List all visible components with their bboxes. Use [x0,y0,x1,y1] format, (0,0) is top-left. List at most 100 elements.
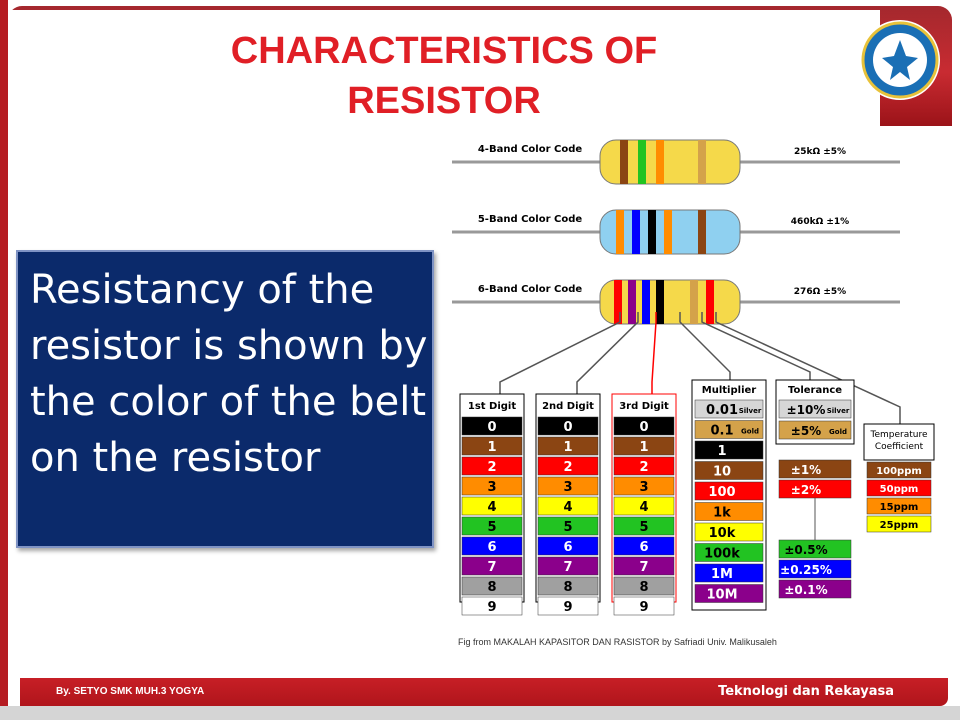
digit-value: 3 [487,480,496,495]
resistor-value: 460kΩ ±1% [791,217,849,227]
tempco-value: 50ppm [880,484,919,495]
tempco-frame [863,423,935,461]
title-area: CHARACTERISTICS OF RESISTOR [8,10,880,126]
digit-value: 4 [487,500,496,515]
digit-value: 2 [487,460,496,475]
tolerance-cell [778,420,852,440]
digit-cell [461,516,523,536]
digit-cell [613,596,675,616]
tolerance-cell [778,559,852,579]
digit-value: 9 [639,600,648,615]
tempco-cell [866,479,932,497]
digit-value: 0 [639,420,648,435]
digit-value: 6 [563,540,572,555]
digit-cell [461,576,523,596]
title-line-2: RESISTOR [347,80,541,122]
color-band [648,210,656,254]
digit-cell [613,556,675,576]
connector-line [715,312,901,432]
digit-value: 3 [563,480,572,495]
multiplier-cell [694,584,764,603]
digit-value: 6 [487,540,496,555]
digit-cell [537,456,599,476]
digit-cell [537,576,599,596]
description-box: Resistancy of the resistor is shown by t… [16,250,434,548]
color-band [690,280,698,324]
digit-cell [537,476,599,496]
tolerance-value: ±0.1% [784,583,827,597]
multiplier-value: 100 [708,485,735,500]
color-band [698,210,706,254]
resistor-value: 25kΩ ±5% [794,147,846,157]
color-band [620,140,628,184]
color-band [642,280,650,324]
digit-cell [461,496,523,516]
multiplier-cell [694,399,764,419]
tempco-value: 25ppm [880,520,919,531]
multiplier-sub: Silver [739,407,762,415]
digit-value: 6 [639,540,648,555]
digit-cell [537,436,599,456]
digit-value: 9 [487,600,496,615]
multiplier-cell [694,420,764,439]
digit-cell [613,576,675,596]
connector-line [499,312,621,394]
tolerance-value: ±1% [791,463,821,477]
multiplier-cell [694,440,764,460]
digit-cell [613,456,675,476]
digit-cell [537,556,599,576]
digit-cell [613,536,675,556]
digit-cell [613,496,675,516]
tolerance-cell [778,459,852,479]
tolerance-sub: Gold [829,428,847,436]
multiplier-value: 10 [713,465,731,480]
digit-value: 7 [487,560,496,575]
digit-cell [613,436,675,456]
color-band [706,280,714,324]
color-band [614,280,622,324]
multiplier-header: Multiplier [702,385,757,396]
tolerance-cell [778,399,852,419]
digit-value: 9 [563,600,572,615]
color-band [656,280,664,324]
digit-cell [537,496,599,516]
multiplier-cell [694,502,764,521]
digit-column-header: 2nd Digit [542,401,594,412]
digit-value: 8 [639,580,648,595]
footer-author: By. SETYO SMK MUH.3 YOGYA [56,686,205,697]
tolerance-value: ±10% [787,403,826,417]
tolerance-value: ±0.5% [784,543,827,557]
footer-department: Teknologi dan Rekayasa [718,684,894,699]
footer-bar: By. SETYO SMK MUH.3 YOGYA Teknologi dan … [20,678,948,706]
digit-value: 8 [563,580,572,595]
logo-icon [861,21,939,99]
multiplier-cell [694,543,764,562]
digit-column-header: 1st Digit [468,401,516,412]
tempco-cell [866,515,932,533]
tempco-header-2: Coefficient [875,442,924,452]
digit-value: 8 [487,580,496,595]
color-band [698,140,706,184]
digit-value: 4 [639,500,648,515]
resistor-label: 5-Band Color Code [478,214,583,225]
digit-value: 5 [639,520,648,535]
university-logo [860,20,940,100]
digit-cell [461,596,523,616]
tolerance-value: ±0.25% [780,563,832,577]
digit-value: 7 [639,560,648,575]
resistor-value: 276Ω ±5% [794,287,846,297]
digit-cell [537,416,599,436]
color-band [638,140,646,184]
digit-value: 0 [487,420,496,435]
digit-cell [613,516,675,536]
multiplier-cell [694,481,764,501]
digit-cell [461,556,523,576]
multiplier-cell [694,522,764,542]
bottom-decoration [0,706,960,720]
description-text: Resistancy of the resistor is shown by t… [30,267,428,481]
multiplier-cell [694,563,764,583]
tolerance-value: ±5% [791,424,821,438]
digit-cell [461,456,523,476]
tolerance-sub: Silver [827,407,850,415]
color-band [616,210,624,254]
